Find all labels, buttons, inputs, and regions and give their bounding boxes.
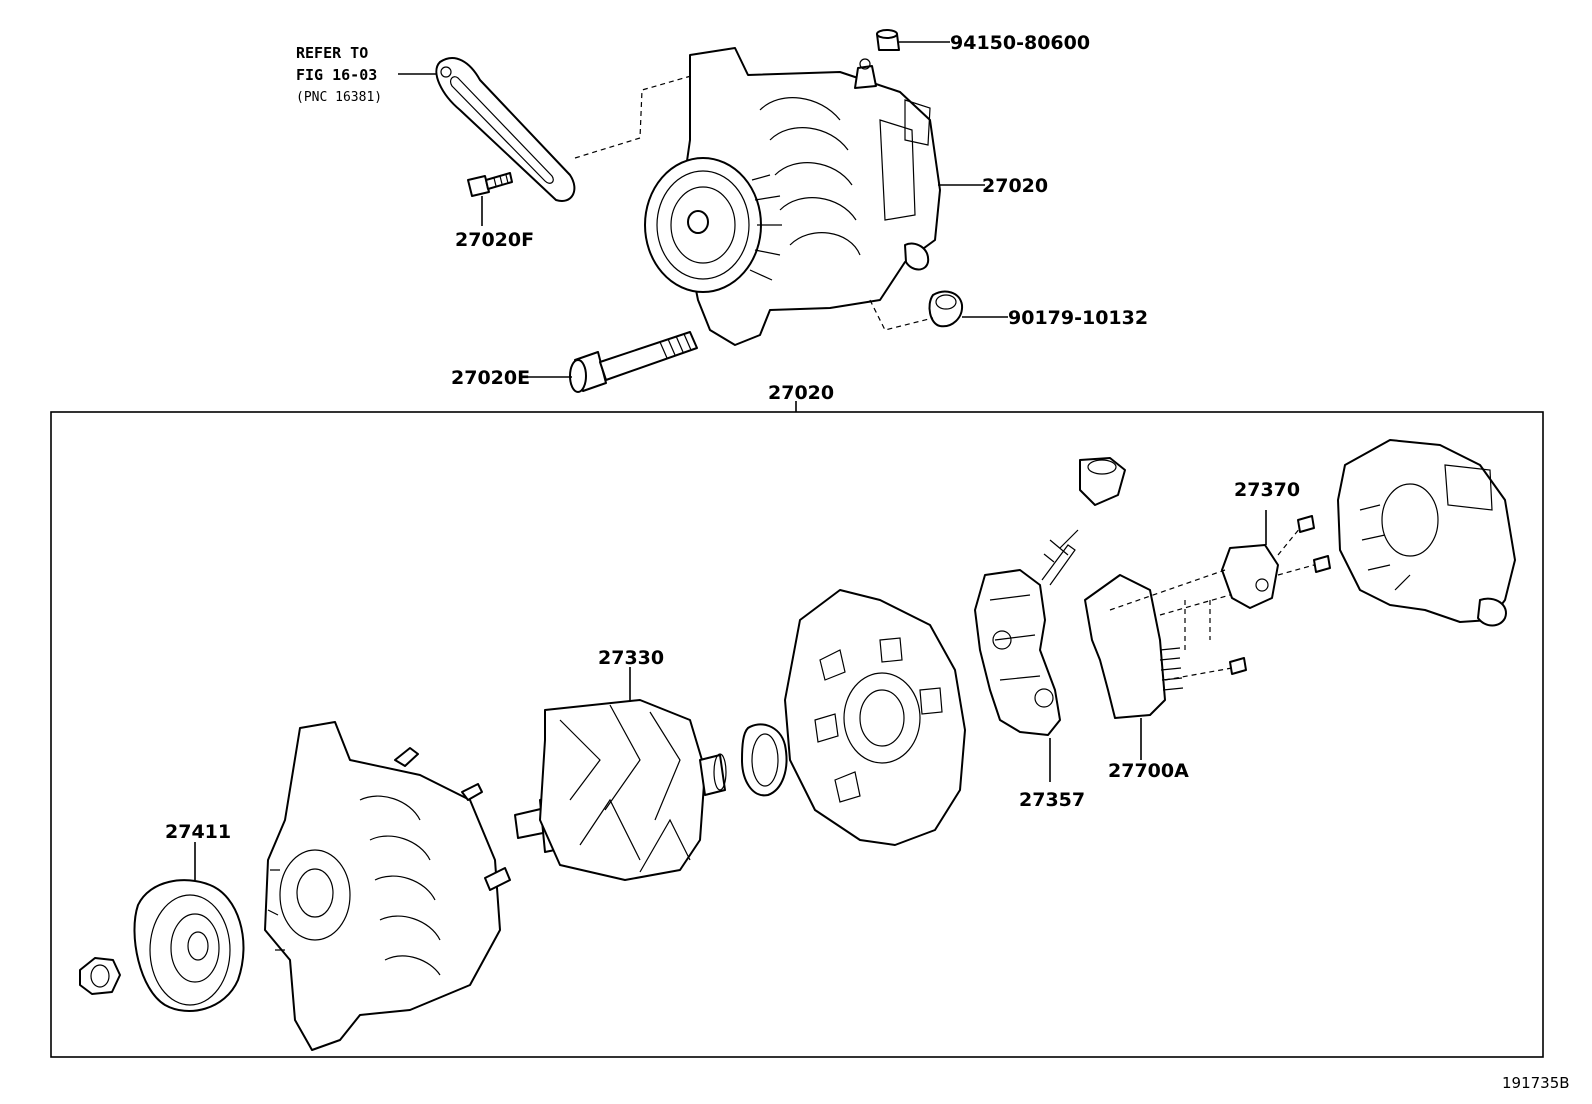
label-27020f: 27020F xyxy=(455,229,534,251)
drive-end-frame xyxy=(264,721,511,1051)
label-27700a: 27700A xyxy=(1108,760,1189,782)
label-27020e: 27020E xyxy=(451,367,530,389)
figure-id: 191735B xyxy=(1502,1074,1570,1092)
bracket-dash-line xyxy=(574,71,706,159)
nut-94150-80600 xyxy=(876,29,950,51)
bolt-27020f xyxy=(467,172,513,226)
reference-note: REFER TO FIG 16-03 (PNC 16381) xyxy=(296,44,438,105)
reference-line-1: REFER TO xyxy=(296,44,368,62)
regulator-27700a xyxy=(1084,574,1184,760)
label-90179-10132: 90179-10132 xyxy=(1008,307,1148,329)
label-27020-box: 27020 xyxy=(768,382,834,404)
bolt-27020e xyxy=(523,331,698,393)
pulley-27411 xyxy=(133,842,245,1013)
terminal-insulator xyxy=(1043,457,1126,563)
collar-90179-10132 xyxy=(928,290,1008,328)
assembly-dash-lines xyxy=(1109,527,1315,681)
brush-holder-27370 xyxy=(1221,510,1279,609)
pulley-nut xyxy=(79,957,121,995)
alternator-assembly xyxy=(644,47,941,346)
adjusting-bar xyxy=(435,57,576,202)
label-27330: 27330 xyxy=(598,647,664,669)
label-27020-top: 27020 xyxy=(982,175,1048,197)
collar-dash-line xyxy=(869,299,934,331)
rear-end-cover xyxy=(1337,439,1516,627)
rectifier-end-frame xyxy=(784,589,966,846)
bearing-washer xyxy=(741,723,788,797)
label-94150-80600: 94150-80600 xyxy=(950,32,1090,54)
label-27357: 27357 xyxy=(1019,789,1085,811)
label-27370: 27370 xyxy=(1234,479,1300,501)
reference-line-3: (PNC 16381) xyxy=(296,90,382,105)
label-27411: 27411 xyxy=(165,821,231,843)
reference-line-2: FIG 16-03 xyxy=(296,66,377,84)
screws xyxy=(1229,515,1331,675)
rotor-27330 xyxy=(514,667,727,881)
rectifier-27357 xyxy=(974,544,1076,782)
exploded-view-frame xyxy=(50,411,1544,1058)
